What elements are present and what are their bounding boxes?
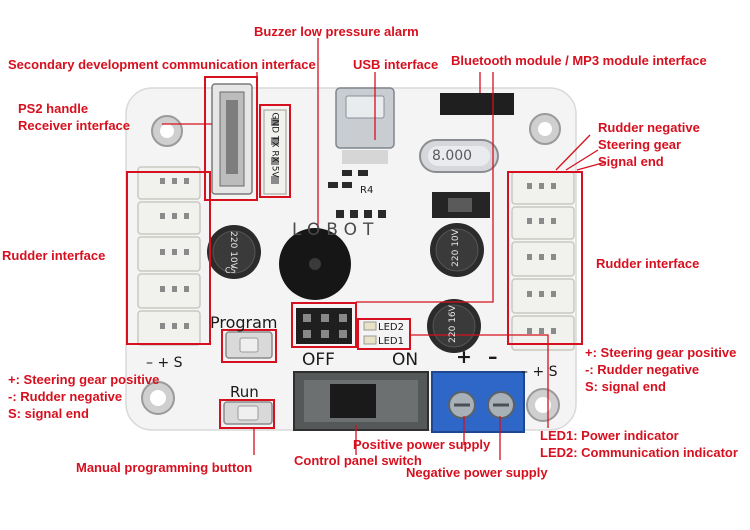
- label-steering-gear-top: Steering gear: [598, 137, 682, 152]
- run-button: [223, 401, 273, 425]
- dev-comm-header: [263, 109, 287, 195]
- silk-logo: LOBOT: [292, 220, 380, 240]
- capacitor-left: [207, 225, 261, 279]
- silk-run: Run: [230, 383, 259, 401]
- label-ps2-line2: Receiver interface: [18, 118, 131, 133]
- silk-cap-left: 220 10V: [227, 231, 238, 269]
- ps2-receiver-socket: [211, 83, 253, 195]
- silk-header-pins: GND TX RX 5V: [269, 112, 280, 178]
- servo-connectors-left: [137, 166, 201, 346]
- voltage-regulator: [432, 192, 490, 218]
- mounting-hole-bottom-right: [526, 388, 560, 422]
- label-left-plus: +: Steering gear positive: [8, 372, 160, 387]
- silk-cap-right: 220 10V: [450, 229, 461, 267]
- program-button: [225, 331, 273, 359]
- silk-program: Program: [210, 313, 278, 332]
- crystal-oscillator: [419, 139, 499, 173]
- label-right-minus: -: Rudder negative: [585, 362, 700, 377]
- silk-off: OFF: [302, 350, 335, 370]
- indicator-dots: [336, 210, 386, 218]
- label-led1-desc: LED1: Power indicator: [540, 428, 679, 443]
- smd-resistors: [328, 170, 368, 188]
- silk-r4: R4: [360, 185, 374, 196]
- label-signal-end-top: Signal end: [598, 154, 664, 169]
- power-terminal-block: [431, 371, 525, 433]
- bluetooth-header: [440, 93, 514, 115]
- label-ps2-line1: PS2 handle: [18, 101, 89, 116]
- label-rudder-iface-left: Rudder interface: [2, 248, 106, 263]
- silk-terminal-minus: –: [488, 346, 498, 368]
- capacitor-right: [430, 223, 484, 277]
- label-usb: USB interface: [353, 57, 439, 72]
- led2-chip: [363, 321, 377, 331]
- label-positive-supply: Positive power supply: [353, 437, 491, 452]
- label-rudder-neg-top: Rudder negative: [598, 120, 700, 135]
- silk-led1: LED1: [378, 336, 404, 347]
- silk-crystal: 8.000: [432, 148, 473, 164]
- silk-cap-bottom: 220 16V: [447, 305, 458, 343]
- label-left-s: S: signal end: [8, 406, 89, 421]
- capacitor-bottom: [427, 299, 481, 353]
- power-switch: [293, 371, 429, 431]
- label-left-minus: -: Rudder negative: [8, 389, 123, 404]
- servo-pins-right: [527, 183, 556, 334]
- leader-lines: [162, 38, 607, 460]
- callout-boxes: [126, 76, 583, 429]
- buzzer: [279, 228, 351, 300]
- label-negative-supply: Negative power supply: [406, 465, 548, 480]
- label-secondary-dev: Secondary development communication inte…: [8, 57, 316, 72]
- mounting-hole-top-right: [529, 113, 561, 145]
- label-right-s: S: signal end: [585, 379, 666, 394]
- silk-terminal-plus: +: [456, 346, 472, 368]
- program-header: [296, 308, 352, 344]
- silk-pin-right: – + S: [521, 364, 558, 380]
- mounting-hole-top-left: [151, 115, 183, 147]
- usb-port: [335, 87, 395, 164]
- label-rudder-iface-right: Rudder interface: [596, 256, 700, 271]
- silk-pin-left: – + S: [146, 355, 183, 371]
- servo-pins-left: [160, 178, 189, 329]
- led1-chip: [363, 335, 377, 345]
- label-control-switch: Control panel switch: [294, 453, 422, 468]
- label-buzzer: Buzzer low pressure alarm: [254, 24, 419, 39]
- silk-on: ON: [392, 350, 419, 370]
- label-bluetooth: Bluetooth module / MP3 module interface: [451, 53, 707, 68]
- silk-cap-brand: CS: [225, 266, 236, 275]
- label-led2-desc: LED2: Communication indicator: [540, 445, 738, 460]
- servo-connectors-right: [511, 171, 575, 351]
- silk-led2: LED2: [378, 322, 404, 333]
- label-manual-prog: Manual programming button: [76, 460, 253, 475]
- label-right-plus: +: Steering gear positive: [585, 345, 737, 360]
- mounting-hole-bottom-left: [141, 381, 175, 415]
